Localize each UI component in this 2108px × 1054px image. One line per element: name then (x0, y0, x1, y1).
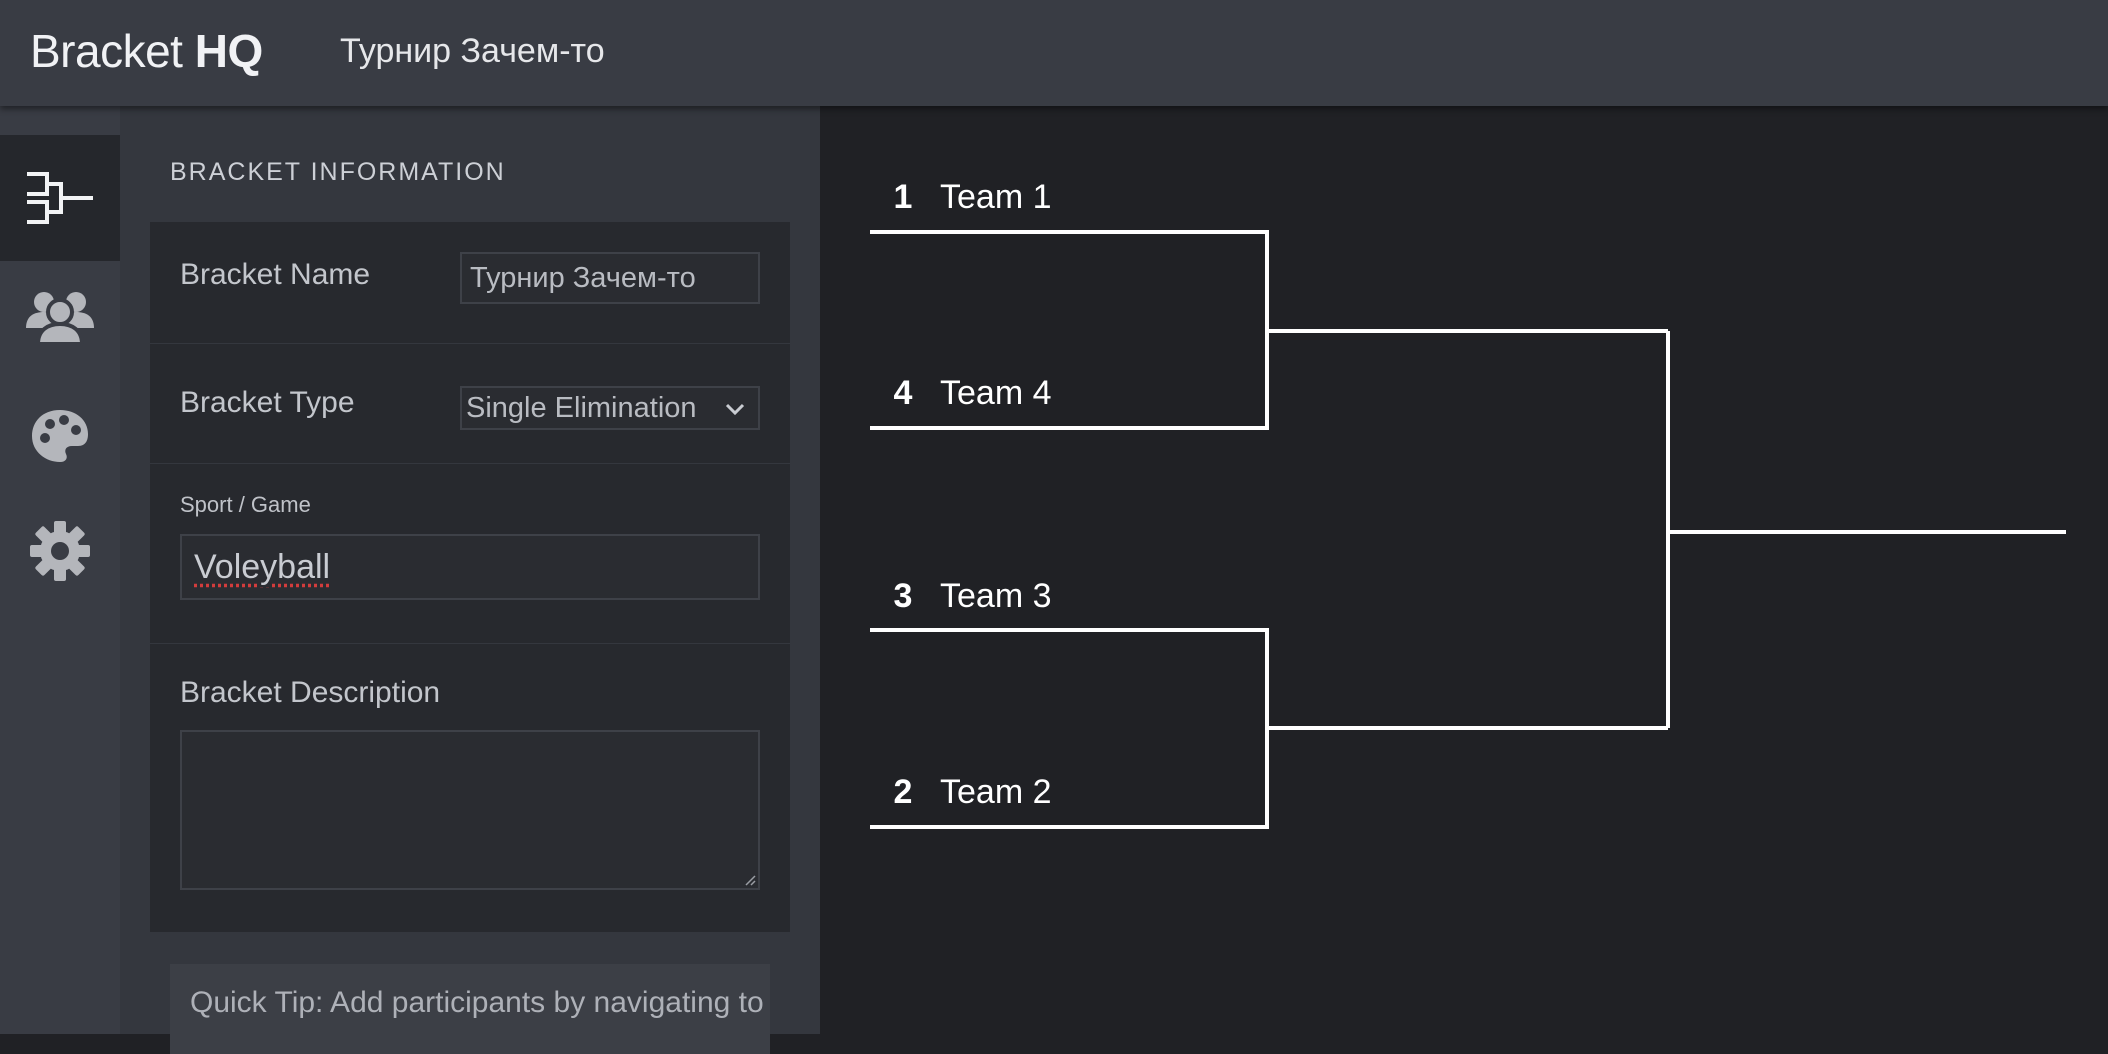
app-logo[interactable]: Bracket HQ (30, 24, 263, 78)
bracket-type-label: Bracket Type (180, 386, 355, 419)
sidebar-item-theme[interactable] (0, 376, 120, 496)
seed-number: 3 (893, 577, 913, 615)
chevron-down-icon (725, 403, 745, 416)
sport-label: Sport / Game (180, 492, 311, 517)
sidebar-rail (0, 106, 120, 1034)
brand-text-light: Bracket (30, 25, 183, 77)
bracket-type-select[interactable]: Single Elimination (460, 386, 760, 430)
bracket-info-card: Bracket Name Bracket Type Single Elimina… (150, 222, 790, 932)
bracket-icon (27, 172, 93, 224)
quick-tip: Quick Tip: Add participants by navigatin… (170, 964, 770, 1054)
description-label: Bracket Description (180, 676, 441, 709)
seed-number: 4 (893, 374, 913, 412)
resize-grip-icon[interactable] (742, 872, 756, 886)
sidebar-item-settings[interactable] (0, 491, 120, 611)
gear-icon (30, 521, 90, 581)
team-name[interactable]: Team 4 (940, 374, 1052, 412)
match-1-line (870, 230, 1269, 430)
palette-icon (32, 410, 88, 462)
description-textarea[interactable] (180, 730, 760, 890)
tournament-title: Турнир Зачем-то (340, 32, 605, 70)
team-name[interactable]: Team 3 (940, 577, 1052, 615)
bracket-lines (870, 230, 2066, 829)
bracket-name-input[interactable] (460, 252, 760, 304)
bracket-name-label: Bracket Name (180, 258, 371, 291)
team-name[interactable]: Team 1 (940, 178, 1052, 216)
bracket-type-value: Single Elimination (466, 392, 697, 424)
sport-input[interactable]: Voleyball (180, 534, 760, 600)
sidebar-item-bracket[interactable] (0, 135, 120, 261)
brand-text-bold: HQ (194, 25, 264, 77)
bracket-info-panel: BRACKET INFORMATION Bracket Name Bracket… (120, 106, 820, 1054)
seed-number: 2 (893, 773, 913, 811)
sport-input-value: Voleyball (194, 548, 331, 586)
match-2-line (870, 628, 1269, 829)
panel-heading: BRACKET INFORMATION (170, 158, 506, 186)
bracket-type-row: Bracket Type Single Elimination (150, 344, 790, 464)
sidebar-item-participants[interactable] (0, 256, 120, 376)
team-name[interactable]: Team 2 (940, 773, 1052, 811)
top-bar: Bracket HQ Турнир Зачем-то (0, 0, 2108, 106)
users-icon (26, 292, 94, 344)
seed-number: 1 (893, 178, 913, 216)
bracket-canvas: 1 Team 1 4 Team 4 3 Team 3 2 Team 2 (820, 106, 2108, 1034)
bracket-name-row: Bracket Name (150, 222, 790, 344)
sport-row: Sport / Game Voleyball (150, 464, 790, 644)
description-row: Bracket Description (150, 644, 790, 932)
